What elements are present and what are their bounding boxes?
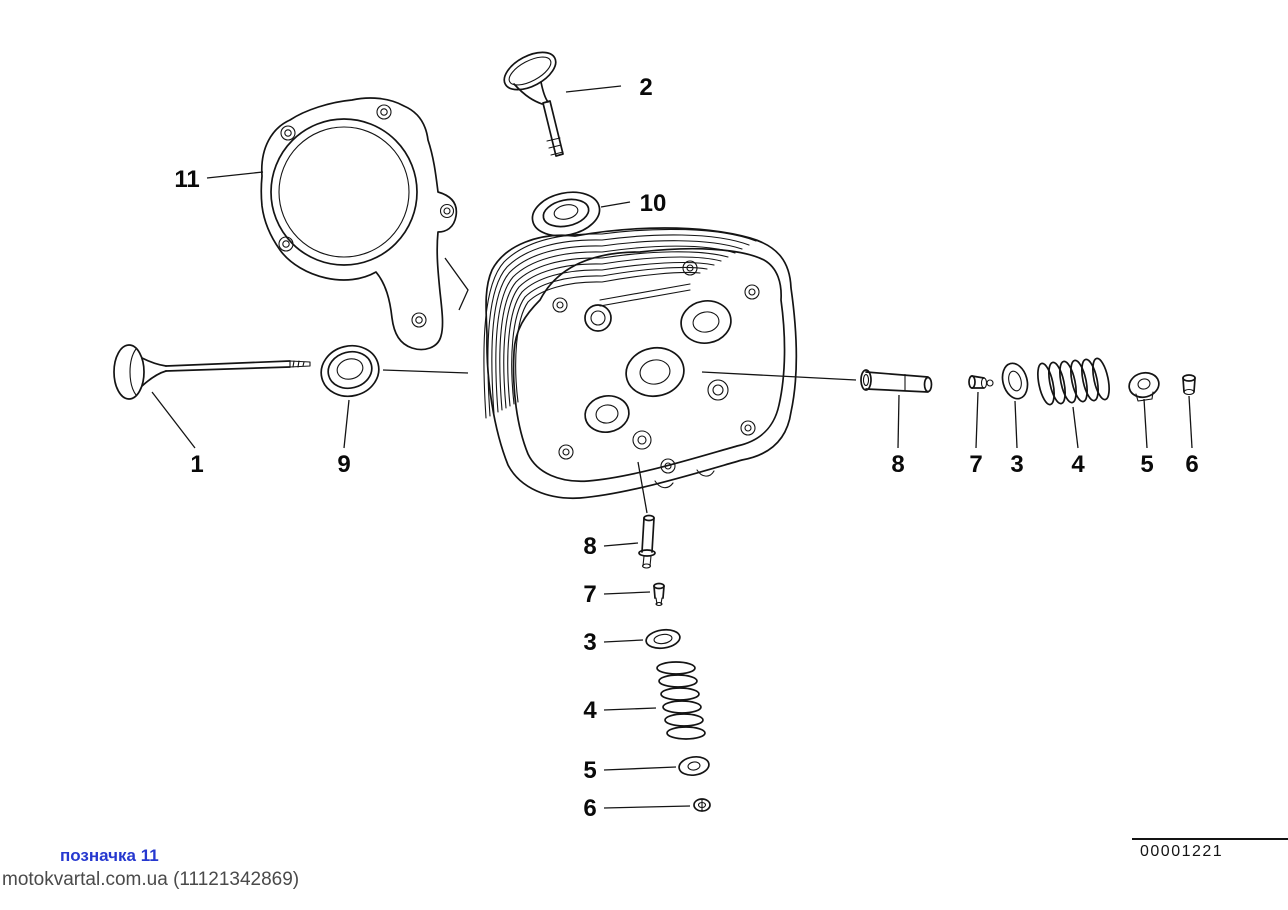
callout-4-right: 4 xyxy=(1071,451,1085,478)
callout-11: 11 xyxy=(174,166,199,193)
watermark-text: motokvartal.com.ua (11121342869) xyxy=(2,869,300,890)
fitting-bottom xyxy=(653,582,665,607)
callout-8-bottom: 8 xyxy=(583,533,596,560)
valve-keeper-right xyxy=(1182,374,1196,396)
callout-8-right: 8 xyxy=(891,451,904,478)
cooling-fins xyxy=(483,228,757,419)
spring-retainer-bottom xyxy=(678,755,710,777)
valve-guide-right xyxy=(860,369,933,393)
valve-seal-top xyxy=(531,191,601,237)
callout-7-right: 7 xyxy=(969,451,982,478)
valve-spring-right xyxy=(1037,357,1110,406)
valve-left xyxy=(113,344,311,400)
callout-6-bottom: 6 xyxy=(583,795,596,822)
gasket xyxy=(260,97,458,351)
seal-left xyxy=(320,344,380,398)
valve-guide-bottom xyxy=(638,514,656,569)
plate-divider-line xyxy=(1132,838,1288,840)
fitting-right xyxy=(968,375,994,389)
callout-2: 2 xyxy=(639,74,652,101)
cylinder-head xyxy=(483,227,798,500)
spring-seat-right xyxy=(1001,362,1029,400)
callout-7-bottom: 7 xyxy=(583,581,596,608)
callout-1: 1 xyxy=(190,451,203,478)
spring-retainer-right xyxy=(1128,371,1160,402)
callout-5-bottom: 5 xyxy=(583,757,596,784)
callout-3-bottom: 3 xyxy=(583,629,596,656)
callout-9: 9 xyxy=(337,451,350,478)
valve-spring-bottom xyxy=(656,661,706,740)
callout-5-right: 5 xyxy=(1140,451,1153,478)
leader-lines xyxy=(151,85,1193,809)
callout-labels: 2 10 11 1 9 8 7 3 4 5 6 8 7 3 4 5 6 xyxy=(174,74,1198,822)
spring-seat-bottom xyxy=(645,628,681,650)
valve-top xyxy=(503,51,564,157)
callout-10: 10 xyxy=(640,190,667,217)
callout-4-bottom: 4 xyxy=(583,697,597,724)
valve-keeper-bottom xyxy=(693,798,711,812)
callout-6-right: 6 xyxy=(1185,451,1198,478)
mark-label: позначка 11 xyxy=(60,846,159,865)
callout-3-right: 3 xyxy=(1010,451,1023,478)
diagram-number: 00001221 xyxy=(1140,843,1224,860)
